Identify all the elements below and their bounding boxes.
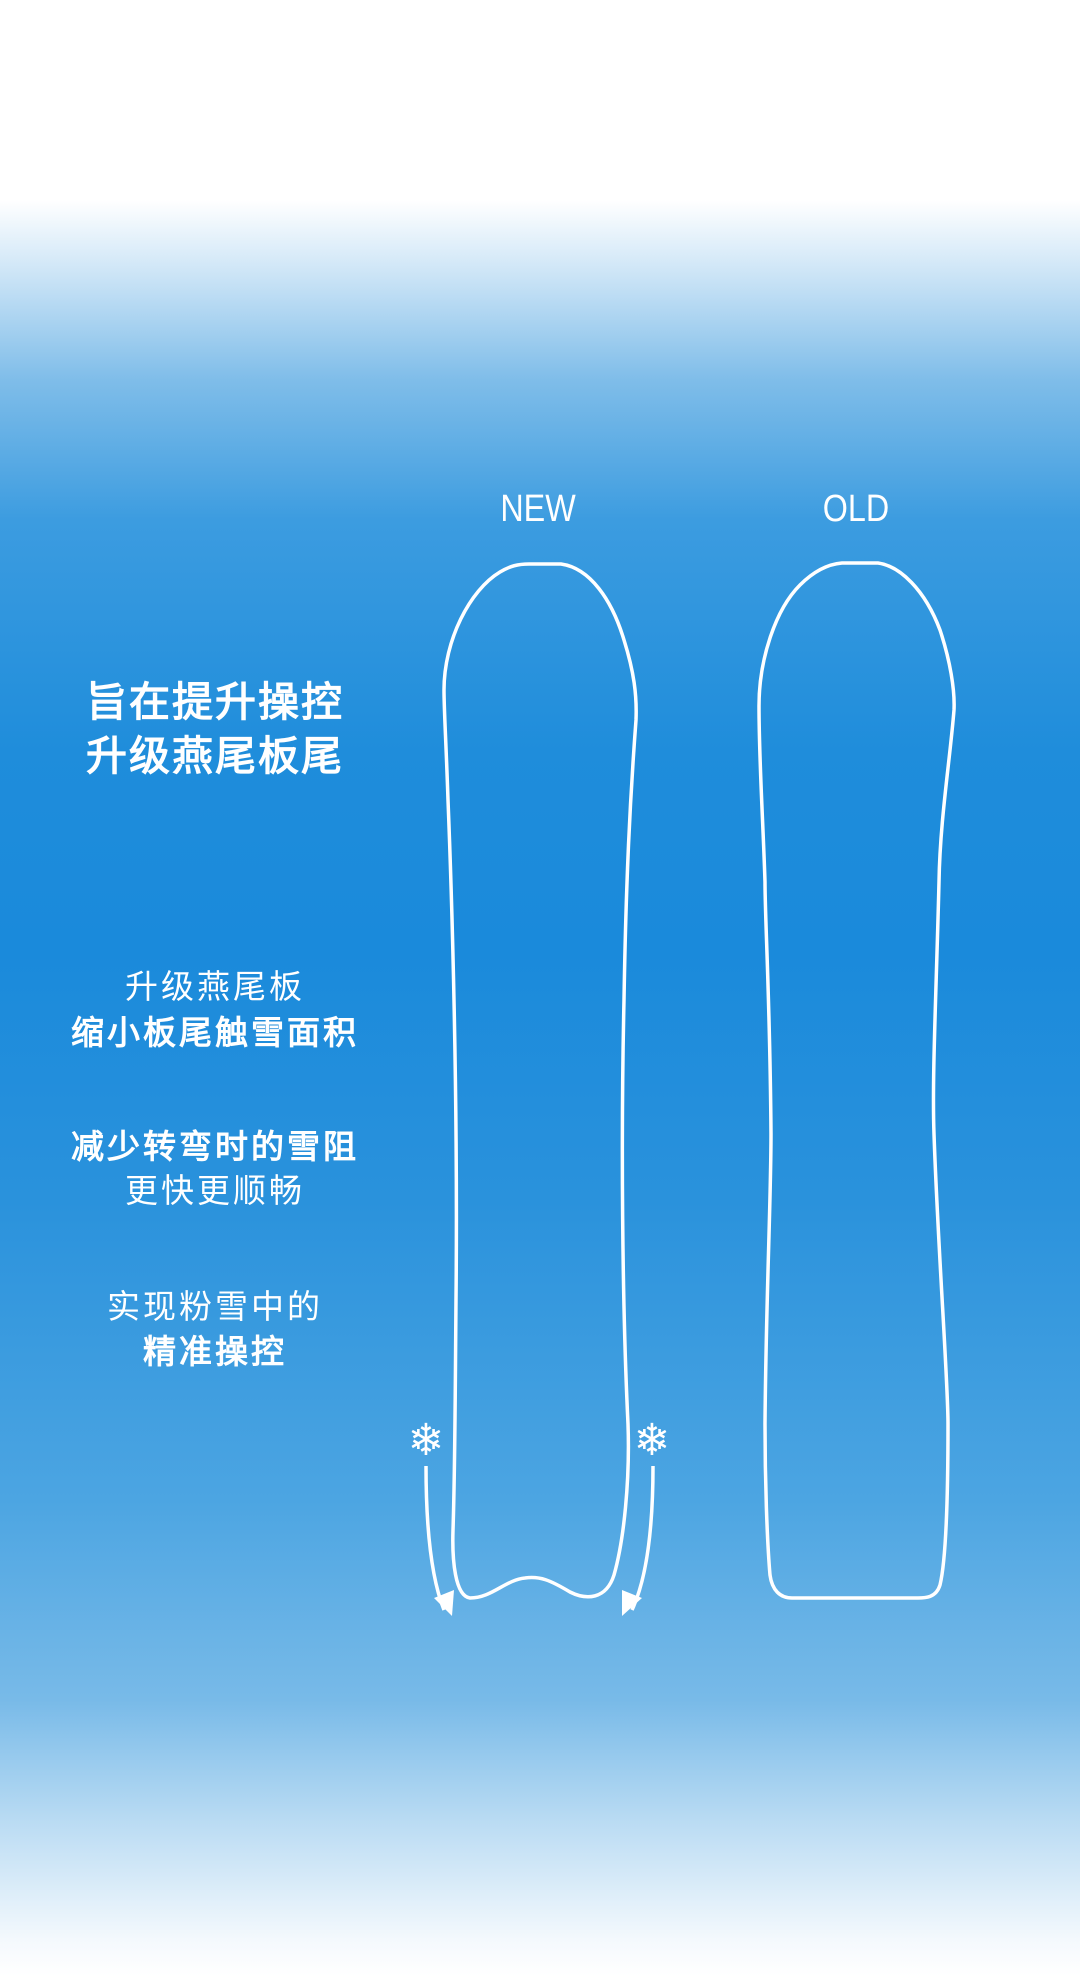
headline-line-1: 旨在提升操控 xyxy=(86,678,344,726)
feature-3-line-1: 实现粉雪中的 xyxy=(107,1287,323,1326)
left-snowflake-icon: ❄ xyxy=(407,1415,445,1466)
new-board-label: NEW xyxy=(500,488,576,530)
feature-3-line-2: 精准操控 xyxy=(143,1332,287,1371)
new-board-outline xyxy=(442,562,638,1600)
feature-1-line-2: 缩小板尾触雪面积 xyxy=(71,1013,359,1052)
right-arrowhead xyxy=(622,1590,642,1616)
left-arrowhead xyxy=(434,1590,454,1616)
headline-line-2: 升级燕尾板尾 xyxy=(86,732,344,780)
right-curved-arrow-icon xyxy=(630,1465,655,1611)
feature-2-line-2: 更快更顺畅 xyxy=(125,1171,305,1210)
feature-1-line-1: 升级燕尾板 xyxy=(125,967,305,1006)
old-board-outline xyxy=(757,561,956,1600)
old-board-label: OLD xyxy=(822,488,890,530)
right-snowflake-icon: ❄ xyxy=(633,1415,671,1466)
feature-2-line-1: 减少转弯时的雪阻 xyxy=(71,1127,359,1166)
left-curved-arrow-icon xyxy=(424,1465,446,1611)
